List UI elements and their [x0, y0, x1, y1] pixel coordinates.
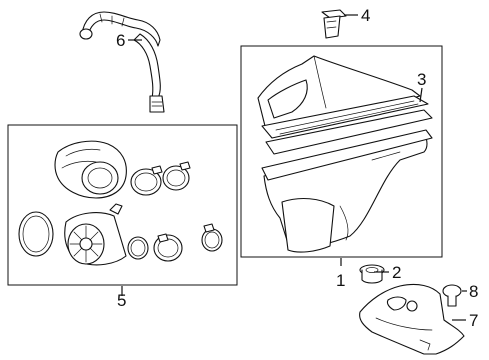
callout-2: 2 [392, 263, 401, 282]
air-cleaner-housing [257, 55, 433, 253]
retainer-clip [442, 284, 462, 307]
vent-hose [79, 11, 165, 113]
intake-hose-kit-frame [7, 124, 238, 286]
splash-shield [359, 283, 465, 355]
callout-3: 3 [417, 70, 426, 89]
intake-hose-kit [18, 140, 223, 266]
airflow-sensor [321, 9, 347, 39]
callout-5: 5 [117, 291, 126, 310]
callout-6: 6 [116, 31, 125, 50]
callout-1: 1 [336, 271, 345, 290]
grommet [359, 264, 385, 284]
callout-4: 4 [361, 6, 370, 25]
air-cleaner-assembly-frame [240, 45, 443, 258]
leader-lines [121, 14, 467, 321]
callout-7: 7 [469, 311, 478, 330]
callout-8: 8 [469, 282, 478, 301]
